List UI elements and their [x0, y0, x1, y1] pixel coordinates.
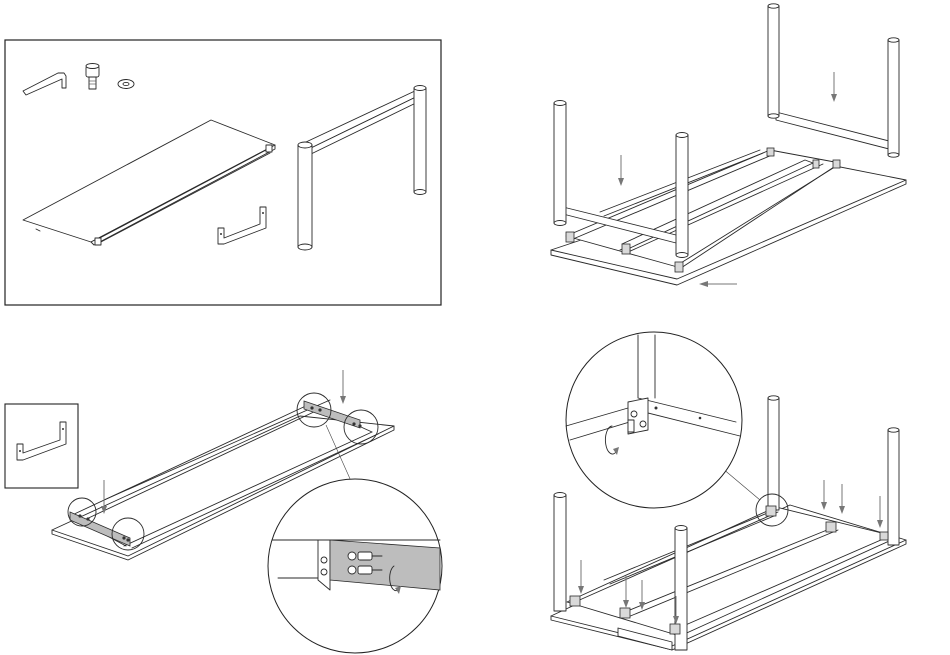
parts-overview-panel [5, 40, 441, 305]
tabletop-part [23, 120, 275, 245]
down-arrow-icon [839, 484, 845, 514]
bolt-icon [86, 64, 99, 90]
corner-detail-zoom [566, 332, 742, 508]
attach-brackets-panel [5, 370, 442, 653]
down-arrow-icon [877, 496, 883, 528]
allen-key-icon [23, 73, 66, 95]
bracket-part [218, 207, 266, 244]
down-arrow-icon [340, 370, 346, 404]
washer-icon [118, 80, 134, 89]
down-arrow-icon [831, 72, 837, 102]
down-arrow-icon [821, 480, 827, 510]
bracket-inset [5, 404, 78, 488]
attach-legs-panel [551, 4, 906, 287]
bracket-detail-zoom [268, 479, 442, 653]
down-arrow-icon [578, 560, 584, 594]
down-arrow-icon [618, 155, 624, 186]
leg-frame-part [298, 86, 426, 251]
left-arrow-icon [699, 281, 737, 287]
tighten-screws-panel [551, 332, 906, 650]
